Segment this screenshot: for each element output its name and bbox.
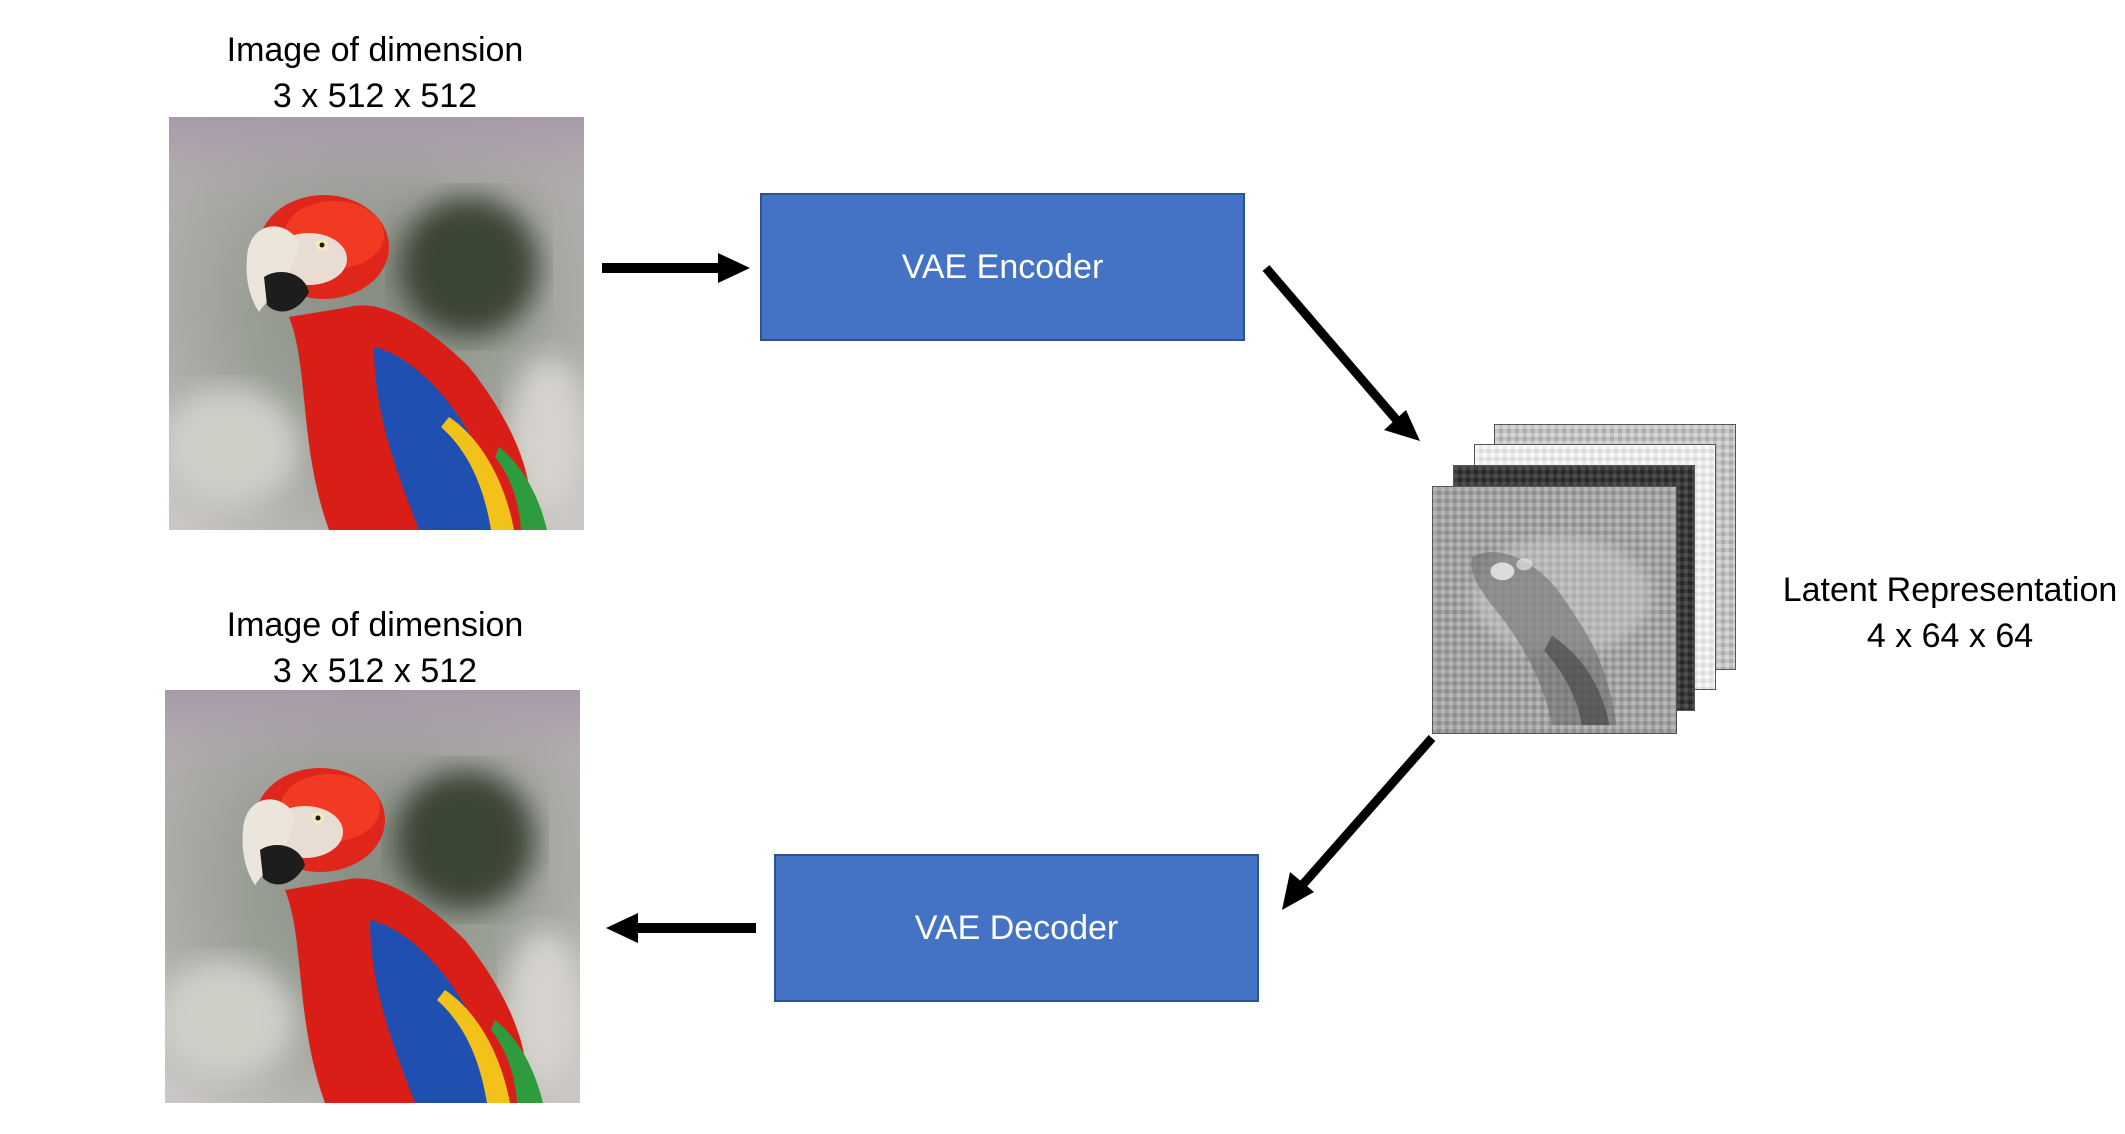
input-caption-line1: Image of dimension bbox=[226, 31, 524, 69]
arrow-latent-to-decoder bbox=[1294, 735, 1436, 893]
arrow-encoder-to-latent bbox=[1262, 265, 1404, 427]
arrow-latent-to-decoder-head bbox=[1282, 872, 1314, 910]
vae-encoder-block: VAE Encoder bbox=[760, 193, 1245, 341]
latent-channel-1 bbox=[1432, 486, 1677, 734]
arrow-image-to-encoder-head bbox=[718, 253, 750, 283]
input-parrot-image bbox=[169, 117, 584, 530]
output-parrot-image bbox=[165, 690, 580, 1103]
input-caption-line2: 3 x 512 x 512 bbox=[272, 77, 478, 115]
output-caption-line1: Image of dimension bbox=[226, 606, 524, 644]
input-image-caption: Image of dimension 3 x 512 x 512 bbox=[175, 27, 575, 119]
vae-decoder-label: VAE Decoder bbox=[914, 908, 1119, 947]
output-image-caption: Image of dimension 3 x 512 x 512 bbox=[175, 602, 575, 694]
vae-encoder-label: VAE Encoder bbox=[901, 247, 1104, 286]
arrow-encoder-to-latent-head bbox=[1384, 410, 1420, 441]
vae-decoder-block: VAE Decoder bbox=[774, 854, 1259, 1002]
output-caption-line2: 3 x 512 x 512 bbox=[272, 652, 478, 690]
arrow-decoder-to-image-head bbox=[606, 913, 638, 943]
latent-caption-line2: 4 x 64 x 64 bbox=[1866, 617, 2034, 655]
latent-caption-line1: Latent Representation bbox=[1782, 571, 2118, 609]
latent-caption: Latent Representation 4 x 64 x 64 bbox=[1760, 567, 2125, 659]
